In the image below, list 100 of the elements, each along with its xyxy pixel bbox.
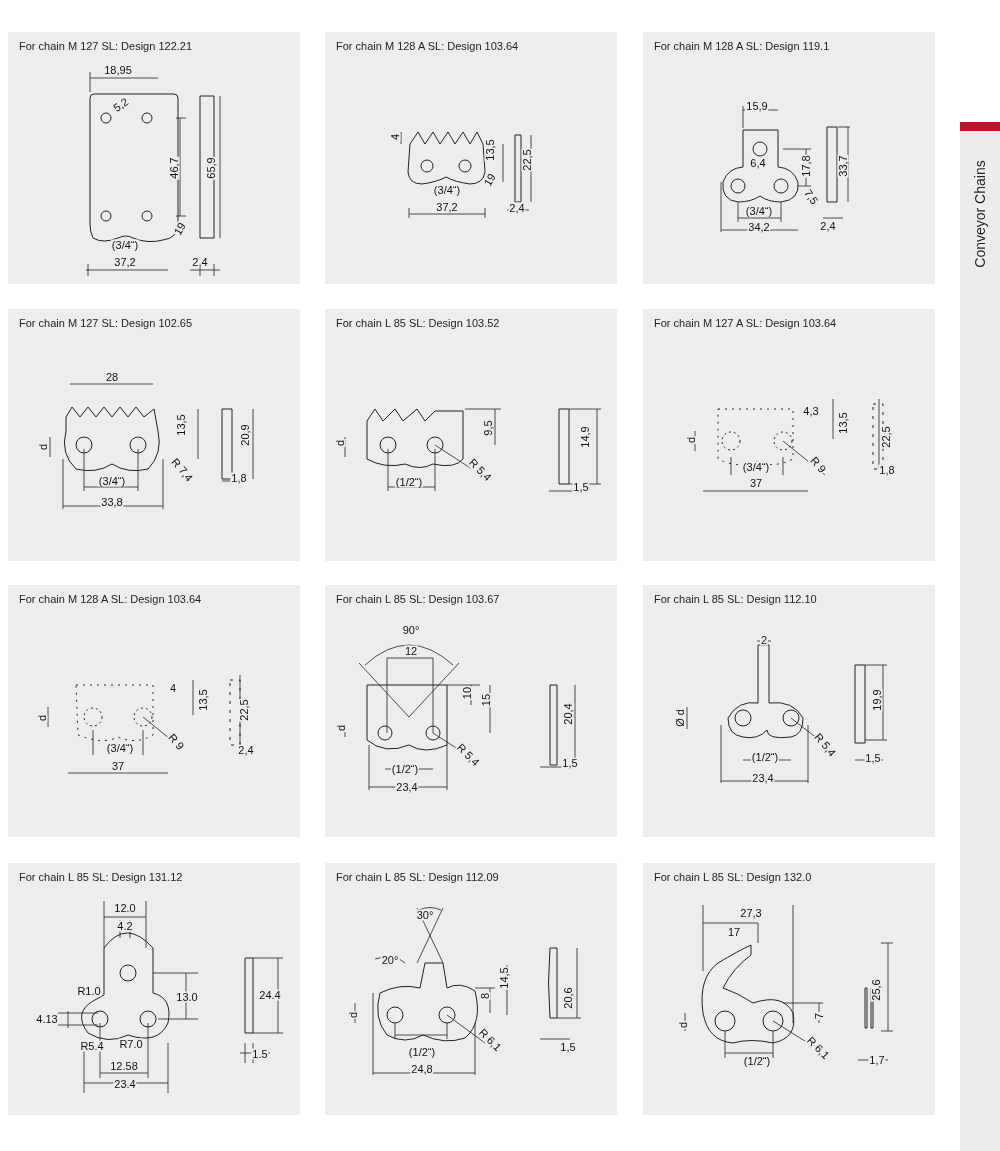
panel-title: For chain L 85 SL: Design 131.12	[19, 871, 183, 883]
dimension-label: 22,5	[238, 698, 250, 722]
dimension-label: 2,4	[237, 744, 255, 756]
dimension-label: 14,9	[579, 425, 591, 449]
dimension-label: (3/4“)	[741, 461, 771, 473]
dimension-label: 12.58	[109, 1060, 139, 1072]
dimension-label: 15,9	[745, 100, 769, 112]
dimension-label: (3/4“)	[744, 205, 774, 217]
panel-title: For chain M 128 A SL: Design 103.64	[336, 40, 519, 52]
dimension-label: R 9	[807, 454, 829, 476]
dimension-label: 12	[403, 645, 419, 657]
dimension-label: 1,5	[864, 752, 882, 764]
dimension-label: R 7,4	[168, 455, 196, 485]
dimension-label: 46,7	[168, 156, 180, 180]
dimension-label: 15	[480, 692, 492, 708]
dimension-label: 34,2	[747, 221, 771, 233]
dimension-label: Ø d	[674, 708, 686, 728]
panel-title: For chain M 127 A SL: Design 103.64	[654, 317, 837, 329]
dimension-label: d	[685, 435, 697, 445]
dimension-label: (1/2“)	[407, 1046, 437, 1058]
dimension-label: 2,4	[508, 202, 526, 214]
dimension-label: 13,5	[175, 413, 187, 437]
dimension-label: 27,3	[739, 907, 763, 919]
dimension-label: (1/2“)	[394, 476, 424, 488]
dimension-label: R 5,4	[466, 456, 494, 484]
dimension-label: 23.4	[113, 1078, 137, 1090]
drawing-panel	[8, 32, 300, 284]
panel-title: For chain M 128 A SL: Design 103.64	[19, 593, 202, 605]
dimension-label: 8	[479, 991, 491, 1001]
dimension-label: 24.4	[258, 989, 282, 1001]
dimension-label: 17,8	[800, 154, 812, 178]
dimension-label: 22,5	[521, 148, 533, 172]
dimension-label: 1,5	[559, 1041, 577, 1053]
dimension-label: 4.13	[35, 1013, 59, 1025]
dimension-label: 65,9	[205, 156, 217, 180]
dimension-label: 2,4	[819, 220, 837, 232]
panel-title: For chain L 85 SL: Design 132.0	[654, 871, 812, 883]
dimension-label: 22,5	[880, 425, 892, 449]
dimension-label: 30°	[415, 909, 435, 921]
dimension-label: 5,2	[110, 95, 132, 115]
dimension-label: 24,8	[410, 1063, 434, 1075]
dimension-label: R5.4	[79, 1040, 105, 1052]
dimension-label: (1/2“)	[750, 751, 780, 763]
dimension-label: 20°	[380, 954, 400, 966]
dimension-label: 1,8	[878, 464, 896, 476]
dimension-label: 1,7	[868, 1054, 886, 1066]
dimension-label: d	[347, 1010, 359, 1020]
dimension-label: 6,4	[749, 157, 767, 169]
dimension-label: R 5,4	[454, 741, 482, 769]
dimension-label: 1.5	[251, 1048, 269, 1060]
section-title: Conveyor Chains	[972, 160, 988, 268]
dimension-label: 13.0	[175, 991, 199, 1003]
panel-title: For chain M 128 A SL: Design 119.1	[654, 40, 830, 52]
dimension-label: 23,4	[751, 772, 775, 784]
drawing-panel	[8, 309, 300, 561]
dimension-label: (3/4“)	[105, 742, 135, 754]
dimension-label: d	[677, 1020, 689, 1030]
drawing-panel	[325, 309, 617, 561]
dimension-label: 13,5	[484, 138, 496, 162]
dimension-label: 10	[461, 685, 473, 701]
dimension-label: (3/4“)	[432, 184, 462, 196]
dimension-label: 4	[168, 682, 178, 694]
dimension-label: 33,7	[837, 154, 849, 178]
dimension-label: 19,9	[871, 688, 883, 712]
dimension-label: d	[334, 438, 346, 448]
dimension-label: 23,4	[395, 781, 419, 793]
dimension-label: 14,5	[498, 966, 510, 990]
dimension-label: d	[37, 442, 49, 452]
drawing-panel	[643, 585, 935, 837]
dimension-label: R 9	[165, 731, 187, 753]
dimension-label: 18,95	[103, 64, 133, 76]
dimension-label: 2,4	[191, 256, 209, 268]
dimension-label: R7.0	[118, 1038, 144, 1050]
dimension-label: 12.0	[113, 902, 137, 914]
drawing-panel	[325, 32, 617, 284]
dimension-label: 25,6	[870, 978, 882, 1002]
panel-title: For chain L 85 SL: Design 112.09	[336, 871, 499, 883]
dimension-label: R 6,1	[476, 1026, 504, 1054]
dimension-label: 20,6	[562, 986, 574, 1010]
drawing-panel	[325, 585, 617, 837]
dimension-label: (1/2“)	[742, 1055, 772, 1067]
dimension-label: 37,2	[113, 256, 137, 268]
panel-title: For chain L 85 SL: Design 112.10	[654, 593, 817, 605]
panel-title: For chain M 127 SL: Design 122.21	[19, 40, 193, 52]
dimension-label: d	[36, 713, 48, 723]
dimension-label: 37	[748, 477, 764, 489]
dimension-label: 1,8	[230, 472, 248, 484]
dimension-label: 9,5	[482, 419, 494, 437]
panel-title: For chain L 85 SL: Design 103.67	[336, 593, 500, 605]
dimension-label: 1,5	[572, 481, 590, 493]
dimension-label: 33,8	[100, 496, 124, 508]
dimension-label: 4	[389, 132, 401, 142]
dimension-label: (3/4“)	[97, 475, 127, 487]
drawing-panel	[325, 863, 617, 1115]
dimension-label: 7	[813, 1011, 825, 1021]
drawing-panel	[8, 585, 300, 837]
dimension-label: 90°	[401, 624, 421, 636]
panel-title: For chain L 85 SL: Design 103.52	[336, 317, 500, 329]
drawing-panel	[643, 863, 935, 1115]
drawing-panel	[643, 32, 935, 284]
